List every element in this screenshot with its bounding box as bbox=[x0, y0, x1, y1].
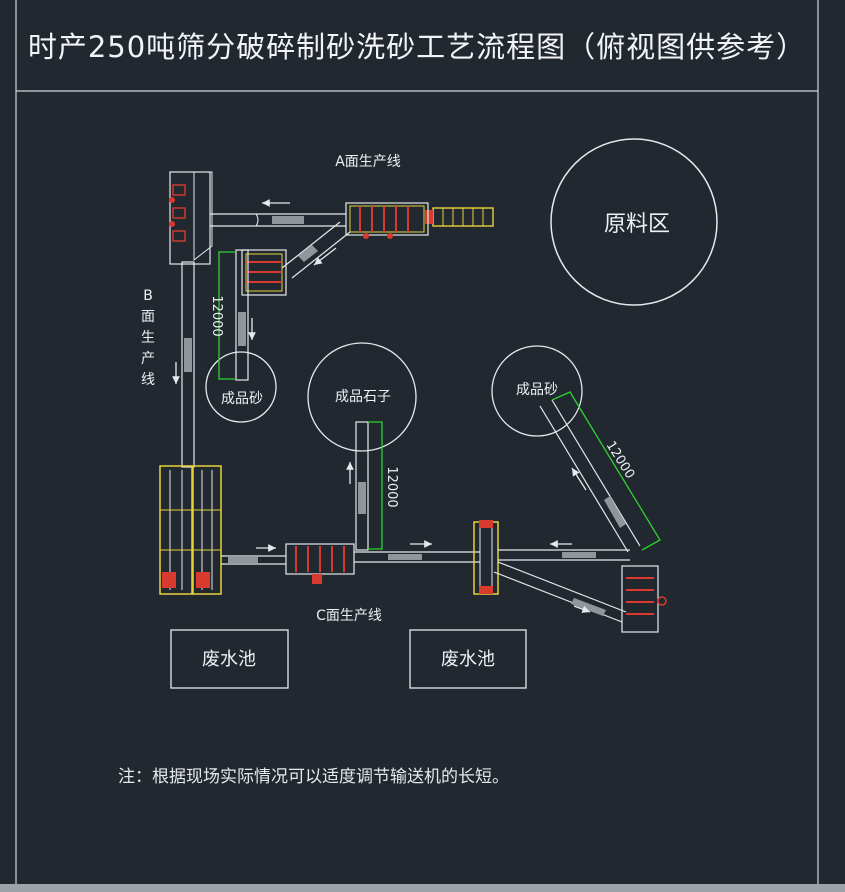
waste-pool-left-label: 废水池 bbox=[202, 649, 256, 670]
middle-vertical-conveyor bbox=[355, 421, 369, 551]
finished-stone-label: 成品石子 bbox=[335, 389, 391, 405]
b-line-screen-top bbox=[169, 171, 213, 265]
b-line-washer-units bbox=[159, 465, 222, 595]
c-line-conveyor-left bbox=[221, 555, 286, 565]
c-line-screen-unit bbox=[473, 520, 499, 595]
a-line-sand-washer bbox=[241, 249, 287, 296]
c-line-label: C面生产线 bbox=[316, 608, 382, 624]
b-line-vertical-conveyor bbox=[181, 261, 195, 468]
middle-dimension bbox=[368, 421, 383, 550]
left-dimension bbox=[218, 251, 236, 380]
waste-pool-right bbox=[409, 629, 527, 689]
c-line-conveyor-middle bbox=[354, 551, 480, 563]
finished-sand-left-label: 成品砂 bbox=[221, 391, 263, 407]
right-horizontal-conveyor bbox=[498, 549, 630, 561]
c-line-crusher bbox=[285, 543, 355, 584]
b-line-char-1: 面 bbox=[141, 309, 155, 325]
footnote: 注：根据现场实际情况可以适度调节输送机的长短。 bbox=[118, 767, 509, 787]
right-diagonal-lower-arrow bbox=[573, 605, 591, 613]
left-vertical-conveyor bbox=[235, 249, 249, 381]
raw-material-zone bbox=[550, 138, 718, 306]
b-line-char-4: 线 bbox=[141, 372, 155, 388]
a-line-crusher bbox=[345, 202, 429, 239]
a-line-feeder bbox=[425, 207, 494, 227]
right-dimension bbox=[551, 391, 661, 551]
b-line-char-0: B bbox=[143, 288, 153, 304]
a-line-diagonal-arrow bbox=[313, 247, 337, 266]
middle-dimension-label: 12000 bbox=[384, 466, 399, 507]
a-line-label: A面生产线 bbox=[335, 154, 401, 170]
b-line-label: B 面 生 产 线 bbox=[141, 288, 155, 388]
bottom-scroll-strip bbox=[0, 884, 845, 892]
right-sand-washer bbox=[621, 565, 667, 633]
finished-sand-right-label: 成品砂 bbox=[516, 382, 558, 398]
waste-pool-left bbox=[170, 629, 289, 689]
a-line-diagonal-conveyor bbox=[281, 221, 351, 279]
page-title: 时产250吨筛分破碎制砂洗砂工艺流程图（俯视图供参考） bbox=[27, 30, 807, 64]
finished-stone-pile bbox=[307, 342, 417, 452]
finished-sand-right-pile bbox=[491, 345, 583, 437]
b-line-char-2: 生 bbox=[141, 330, 155, 346]
raw-material-label: 原料区 bbox=[604, 212, 670, 237]
waste-pool-right-label: 废水池 bbox=[441, 649, 495, 670]
b-line-char-3: 产 bbox=[141, 351, 155, 367]
right-diagonal-upper-conveyor bbox=[539, 399, 641, 553]
left-dimension-label: 12000 bbox=[209, 295, 224, 336]
right-diagonal-upper-arrow bbox=[571, 467, 587, 491]
finished-sand-left-pile bbox=[205, 351, 277, 423]
a-line-conveyor bbox=[210, 213, 346, 227]
right-diagonal-lower-conveyor bbox=[493, 561, 627, 623]
